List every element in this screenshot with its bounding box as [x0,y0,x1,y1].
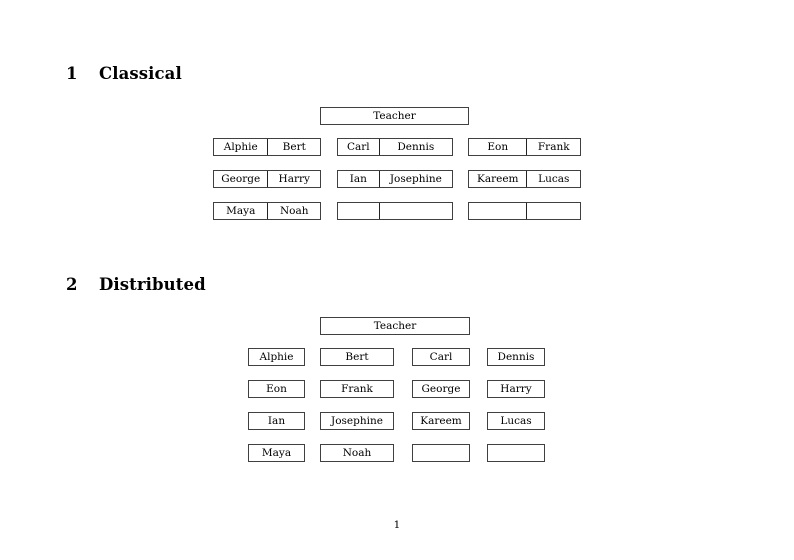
dist-cell-george[interactable]: George [412,380,470,398]
cell-lucas[interactable]: Lucas [526,171,580,187]
dist-cell-dennis[interactable]: Dennis [487,348,545,366]
classical-group1-row3[interactable]: Maya Noah [213,202,321,220]
cell-empty-g2-left[interactable] [338,203,379,219]
cell-frank[interactable]: Frank [526,139,580,155]
section-heading-classical: 1 Classical [66,64,182,83]
section-title: Classical [99,64,182,83]
classical-group3-row2[interactable]: Kareem Lucas [468,170,581,188]
cell-josephine[interactable]: Josephine [378,171,452,187]
cell-noah[interactable]: Noah [267,203,320,219]
dist-cell-bert[interactable]: Bert [320,348,394,366]
section-title: Distributed [99,275,206,294]
dist-cell-empty-2[interactable] [487,444,545,462]
dist-cell-alphie[interactable]: Alphie [248,348,305,366]
cell-carl[interactable]: Carl [346,141,370,153]
dist-cell-eon[interactable]: Eon [248,380,305,398]
section-heading-distributed: 2 Distributed [66,275,206,294]
dist-cell-empty-1[interactable] [412,444,470,462]
dist-cell-carl[interactable]: Carl [412,348,470,366]
cell-eon[interactable]: Eon [487,141,509,153]
classical-group2-row1[interactable]: Carl Dennis [337,138,453,156]
classical-group2-row3[interactable] [337,202,453,220]
distributed-teacher-box[interactable]: Teacher [320,317,470,335]
cell-alphie[interactable]: Alphie [223,141,258,153]
dist-cell-lucas[interactable]: Lucas [487,412,545,430]
dist-cell-maya[interactable]: Maya [248,444,305,462]
classical-group2-row2[interactable]: Ian Josephine [337,170,453,188]
cell-empty-g2-right[interactable] [378,203,452,219]
cell-kareem[interactable]: Kareem [476,173,519,185]
cell-ian[interactable]: Ian [349,173,367,185]
dist-cell-ian[interactable]: Ian [248,412,305,430]
cell-bert[interactable]: Bert [267,139,320,155]
section-number: 1 [66,64,78,83]
dist-cell-josephine[interactable]: Josephine [320,412,394,430]
classical-group1-row2[interactable]: George Harry [213,170,321,188]
classical-group1-row1[interactable]: Alphie Bert [213,138,321,156]
section-number: 2 [66,275,78,294]
dist-cell-frank[interactable]: Frank [320,380,394,398]
page-number: 1 [393,519,401,531]
classical-teacher-box[interactable]: Teacher [320,107,469,125]
cell-dennis[interactable]: Dennis [378,139,452,155]
dist-cell-noah[interactable]: Noah [320,444,394,462]
cell-george[interactable]: George [221,173,261,185]
cell-harry[interactable]: Harry [267,171,320,187]
dist-cell-harry[interactable]: Harry [487,380,545,398]
classical-group3-row3[interactable] [468,202,581,220]
classical-group3-row1[interactable]: Eon Frank [468,138,581,156]
cell-empty-g3-right[interactable] [526,203,580,219]
cell-empty-g3-left[interactable] [469,203,526,219]
cell-maya[interactable]: Maya [226,205,256,217]
dist-cell-kareem[interactable]: Kareem [412,412,470,430]
